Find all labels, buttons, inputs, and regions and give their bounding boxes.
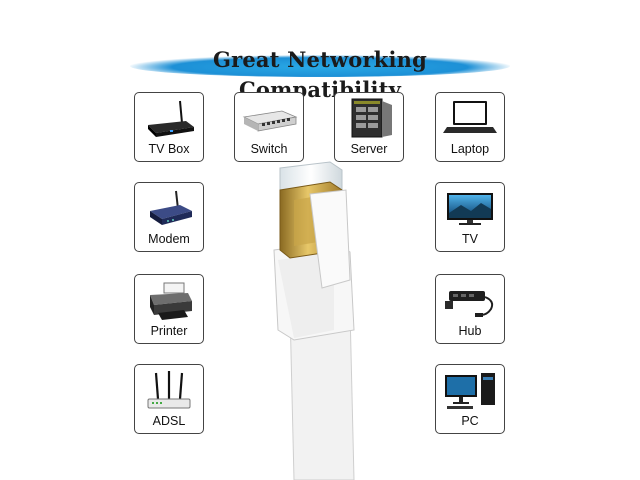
printer-icon	[150, 282, 192, 320]
device-card-tv: TV	[435, 182, 505, 252]
device-label-laptop: Laptop	[450, 142, 490, 156]
hub-icon	[445, 291, 494, 317]
rj45-cable-icon	[273, 161, 355, 480]
device-label-printer: Printer	[150, 324, 188, 338]
device-label-tv-box: TV Box	[148, 142, 190, 156]
device-card-modem: Modem	[134, 182, 204, 252]
pc-icon	[445, 373, 495, 409]
laptop-icon	[443, 101, 497, 133]
tv-icon	[447, 193, 493, 225]
device-label-pc: PC	[461, 414, 479, 428]
device-label-tv: TV	[462, 232, 478, 246]
device-label-modem: Modem	[148, 232, 190, 246]
device-card-laptop: Laptop	[435, 92, 505, 162]
device-card-server: Server	[334, 92, 404, 162]
server-icon	[351, 98, 392, 138]
device-card-pc: PC	[435, 364, 505, 434]
title-banner: Great Networking Compatibility	[130, 45, 510, 102]
device-label-hub: Hub	[458, 324, 482, 338]
device-card-hub: Hub	[435, 274, 505, 344]
modem-icon	[150, 190, 192, 225]
adsl-router-icon	[147, 371, 191, 409]
device-card-adsl: ADSL	[134, 364, 204, 434]
banner-swoosh	[130, 55, 510, 77]
device-card-tv-box: TV Box	[134, 92, 204, 162]
device-label-adsl: ADSL	[152, 414, 186, 428]
device-card-printer: Printer	[134, 274, 204, 344]
switch-icon	[242, 110, 298, 132]
device-label-switch: Switch	[250, 142, 288, 156]
device-card-switch: Switch	[234, 92, 304, 162]
device-label-server: Server	[350, 142, 388, 156]
tv-box-icon	[148, 100, 194, 137]
